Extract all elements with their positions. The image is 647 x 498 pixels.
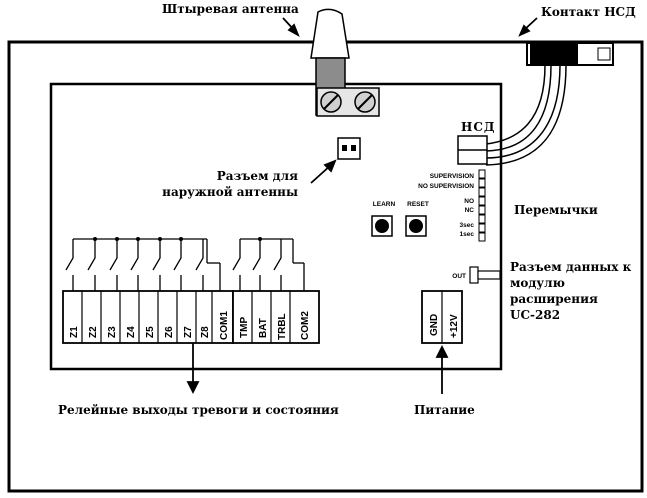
terminal-label-trbl: TRBL [277, 313, 288, 340]
relay-wiring [65, 238, 305, 291]
jumpers-label: Перемычки [514, 203, 598, 217]
terminal-label-z6: Z6 [164, 326, 175, 338]
tamper-wires [485, 64, 567, 166]
status-terminal-block [232, 290, 320, 344]
no-supervision-label: NO SUPERVISION [418, 183, 474, 190]
terminal-label-gnd: GND [429, 314, 440, 336]
expansion-label-line3: расширения [510, 292, 598, 306]
external-antenna-label-line1: Разъем для [217, 169, 298, 183]
jumper-block [478, 169, 486, 242]
tamper-contact-label: Контакт НСД [541, 5, 636, 19]
terminal-label-z2: Z2 [88, 326, 99, 338]
terminal-label-bat: BAT [258, 318, 269, 338]
tamper-connector [457, 135, 488, 165]
antenna-label: Штыревая антенна [162, 2, 299, 16]
external-antenna-label-line2: наружной антенны [162, 185, 298, 199]
reset-button [405, 215, 427, 237]
power-terminal-block [421, 290, 463, 344]
terminal-label-com2: COM2 [300, 311, 311, 340]
expansion-data-connector [469, 266, 501, 284]
1sec-label: 1sec [460, 231, 475, 238]
relay-outputs-label: Релейные выходы тревоги и состояния [58, 403, 339, 417]
power-label: Питание [414, 403, 475, 417]
terminal-label-z8: Z8 [200, 326, 211, 338]
terminal-label-z4: Z4 [126, 326, 137, 338]
expansion-label-line1: Разъем данных к [510, 260, 632, 274]
out-label: OUT [452, 273, 466, 280]
supervision-label: SUPERVISION [430, 173, 475, 180]
relay-junction-dots [93, 237, 262, 241]
terminal-label-z7: Z7 [183, 326, 194, 338]
nc-label: NC [465, 207, 475, 214]
learn-button [371, 215, 393, 237]
no-label: NO [464, 198, 474, 205]
terminal-label-z1: Z1 [69, 326, 80, 338]
terminal-label-tmp: TMP [239, 317, 250, 338]
zone-terminal-block [62, 290, 234, 344]
terminal-label-com1: COM1 [219, 311, 230, 340]
terminal-label-z5: Z5 [145, 326, 156, 338]
expansion-label-line4: UC-282 [510, 308, 560, 322]
learn-label: LEARN [373, 201, 396, 208]
terminal-label-12v: +12V [449, 314, 460, 338]
external-antenna-connector [337, 137, 361, 160]
expansion-label-line2: модулю [510, 276, 565, 290]
antenna-screw-terminals [316, 87, 380, 117]
tamper-pcb-label: НСД [461, 120, 496, 134]
tamper-contact-switch [526, 42, 614, 66]
callout-arrows [186, 17, 538, 395]
3sec-label: 3sec [460, 222, 475, 229]
pcb-outline [49, 82, 503, 371]
terminal-label-z3: Z3 [107, 326, 118, 338]
reset-label: RESET [407, 201, 429, 208]
